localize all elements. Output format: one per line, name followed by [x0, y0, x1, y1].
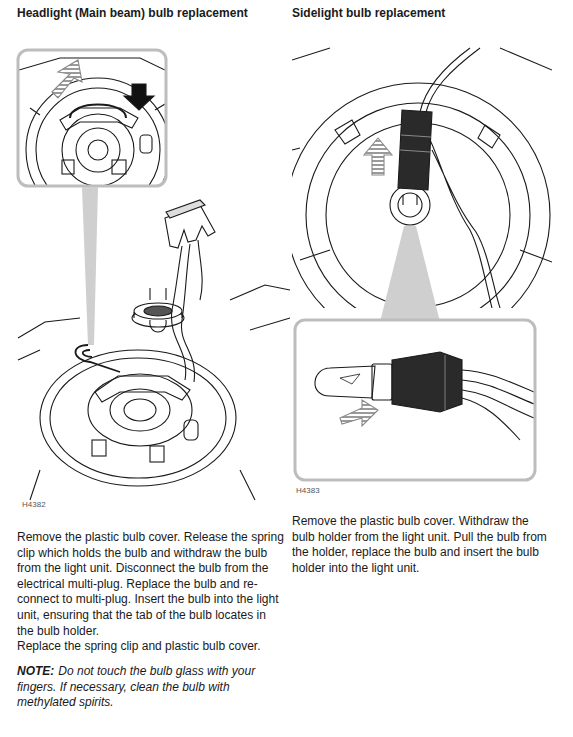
note-label: NOTE: [17, 664, 54, 678]
section-heading: Sidelight bulb replacement [292, 6, 552, 20]
instruction-text: Remove the plastic bulb cover. Release t… [17, 530, 285, 639]
figure-number: H4383 [296, 486, 356, 495]
sidelight-drawing [286, 48, 552, 480]
instruction-text: Remove the plastic bulb cover. Withdraw … [292, 514, 554, 576]
note-paragraph: NOTE:Do not touch the bulb glass with yo… [17, 664, 285, 711]
headlight-drawing [18, 50, 290, 500]
figure-number: H4382 [22, 500, 82, 509]
section-heading: Headlight (Main beam) bulb replacement [17, 6, 287, 20]
instruction-text: Replace the spring clip and plastic bulb… [17, 639, 285, 655]
